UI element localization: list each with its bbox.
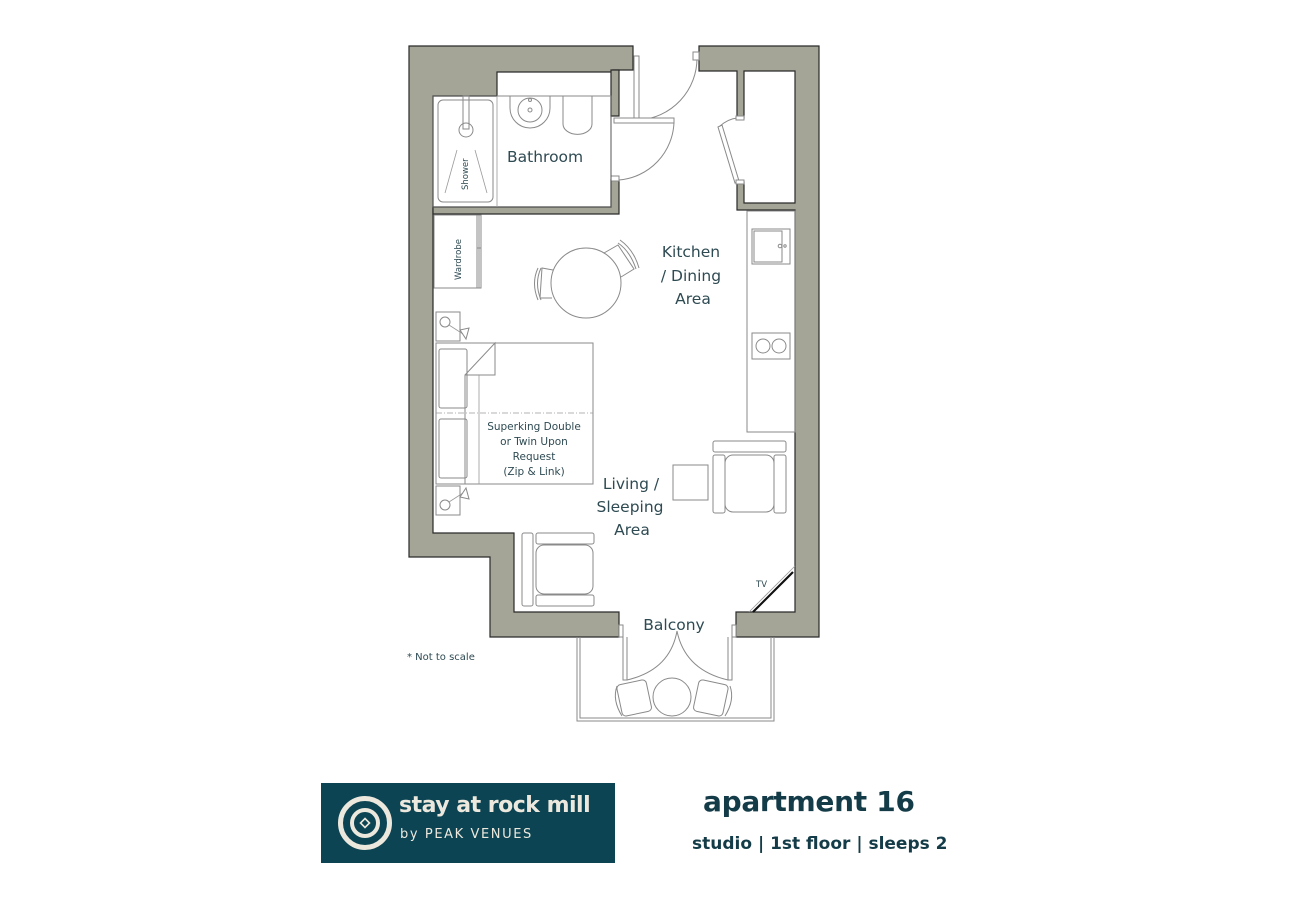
brand-subtitle: by PEAK VENUES [400, 827, 533, 842]
bed-label-3: Request [513, 451, 556, 463]
bed-label-2: or Twin Upon [500, 436, 568, 448]
concentric-circle-diamond-icon [338, 796, 392, 850]
dining-table [534, 239, 640, 319]
wall-right [698, 45, 820, 638]
shower-label: Shower [461, 158, 471, 190]
not-to-scale-note: * Not to scale [407, 652, 475, 663]
shower-head-icon [458, 122, 474, 138]
shower-tray [437, 99, 494, 203]
balcony-table [652, 677, 692, 717]
side-table [672, 464, 709, 501]
room-label-kitchen-3: Area [675, 290, 711, 308]
apartment-title: apartment 16 [703, 785, 915, 818]
bed-label-1: Superking Double [487, 421, 581, 433]
brand-name: stay at rock mill [399, 793, 591, 818]
bathroom-door [610, 117, 675, 182]
room-label-bathroom: Bathroom [507, 148, 583, 166]
wardrobe [433, 214, 482, 289]
tv-icon [748, 565, 796, 613]
room-label-living-1: Living / [603, 475, 660, 493]
bathroom-fixtures [432, 95, 612, 208]
wall-bathroom-right [610, 69, 620, 117]
sink-icon [509, 95, 551, 129]
room-label-kitchen-1: Kitchen [662, 243, 720, 261]
bed-label-4: (Zip & Link) [503, 466, 564, 478]
armchair-right [712, 440, 787, 514]
cupboard-door [717, 115, 745, 185]
bedside-lamp-top [435, 311, 470, 342]
room-label-living-2: Sleeping [596, 498, 663, 516]
tv-label: TV [755, 580, 767, 590]
bedside-lamp-bottom [435, 485, 470, 516]
entrance-door [633, 51, 700, 122]
kitchen-sink-icon [751, 228, 791, 265]
wardrobe-label: Wardrobe [454, 239, 464, 280]
room-label-kitchen-2: / Dining [661, 267, 721, 285]
apartment-details: studio | 1st floor | sleeps 2 [692, 834, 948, 854]
wall-left [408, 45, 634, 638]
room-label-living-3: Area [614, 521, 650, 539]
kitchen-counter [746, 210, 796, 433]
hob-icon [751, 332, 791, 360]
brand-logo-box: stay at rock mill by PEAK VENUES [321, 783, 615, 863]
toilet-icon [562, 95, 593, 135]
balcony [576, 624, 775, 722]
bed [435, 341, 594, 485]
armchair-left [521, 532, 595, 607]
room-label-balcony: Balcony [643, 616, 704, 634]
